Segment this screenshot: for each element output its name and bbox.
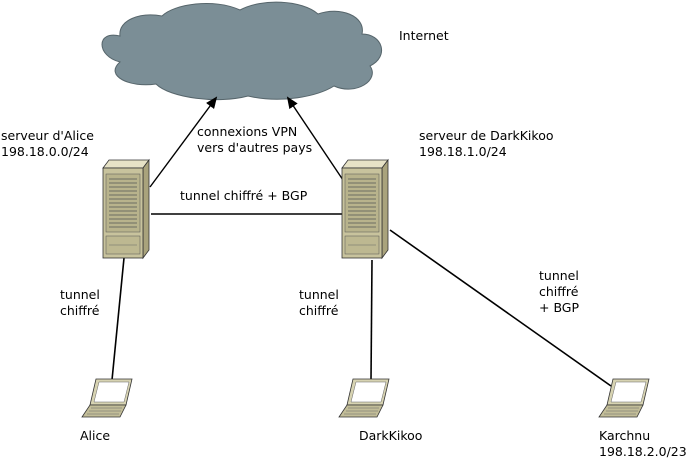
karchnu-tunnel-label: tunnel chiffré + BGP <box>539 268 580 315</box>
laptop-icon-karchnu <box>598 378 650 418</box>
darkkikoo-server-label: serveur de DarkKikoo 198.18.1.0/24 <box>419 128 554 160</box>
alice-server-label: serveur d'Alice 198.18.0.0/24 <box>1 128 94 160</box>
karchnu-client-name: Karchnu <box>599 428 651 443</box>
cloud-icon <box>101 1 382 101</box>
servers-tunnel-label: tunnel chiffré + BGP <box>180 188 308 203</box>
darkkikoo-tunnel-line <box>370 259 373 381</box>
alice-server-name: serveur d'Alice <box>1 128 94 143</box>
vpn-connections-label: connexions VPN vers d'autres pays <box>197 124 313 155</box>
darkkikoo-server-name: serveur de DarkKikoo <box>419 128 554 143</box>
vpn-arrow-darkkikoo <box>286 96 344 181</box>
alice-server-subnet: 198.18.0.0/24 <box>1 144 89 159</box>
vpn-arrow-alice <box>149 96 218 188</box>
laptop-icon-alice <box>81 378 133 418</box>
alice-tunnel-label: tunnel chiffré <box>60 287 100 318</box>
darkkikoo-tunnel-label: tunnel chiffré <box>299 287 339 318</box>
karchnu-tunnel-line <box>389 229 612 387</box>
server-icon-darkkikoo <box>341 159 389 259</box>
server-icon-alice <box>102 159 150 259</box>
alice-tunnel-line <box>111 257 125 381</box>
darkkikoo-server-subnet: 198.18.1.0/24 <box>419 144 507 159</box>
karchnu-client-subnet: 198.18.2.0/23 <box>599 444 687 459</box>
laptop-icon-darkkikoo <box>338 378 390 418</box>
alice-client-label: Alice <box>80 428 111 443</box>
connection-lines <box>111 96 612 387</box>
darkkikoo-client-label: DarkKikoo <box>359 428 423 443</box>
internet-label: Internet <box>399 28 449 43</box>
karchnu-client-label: Karchnu 198.18.2.0/23 <box>599 428 687 460</box>
